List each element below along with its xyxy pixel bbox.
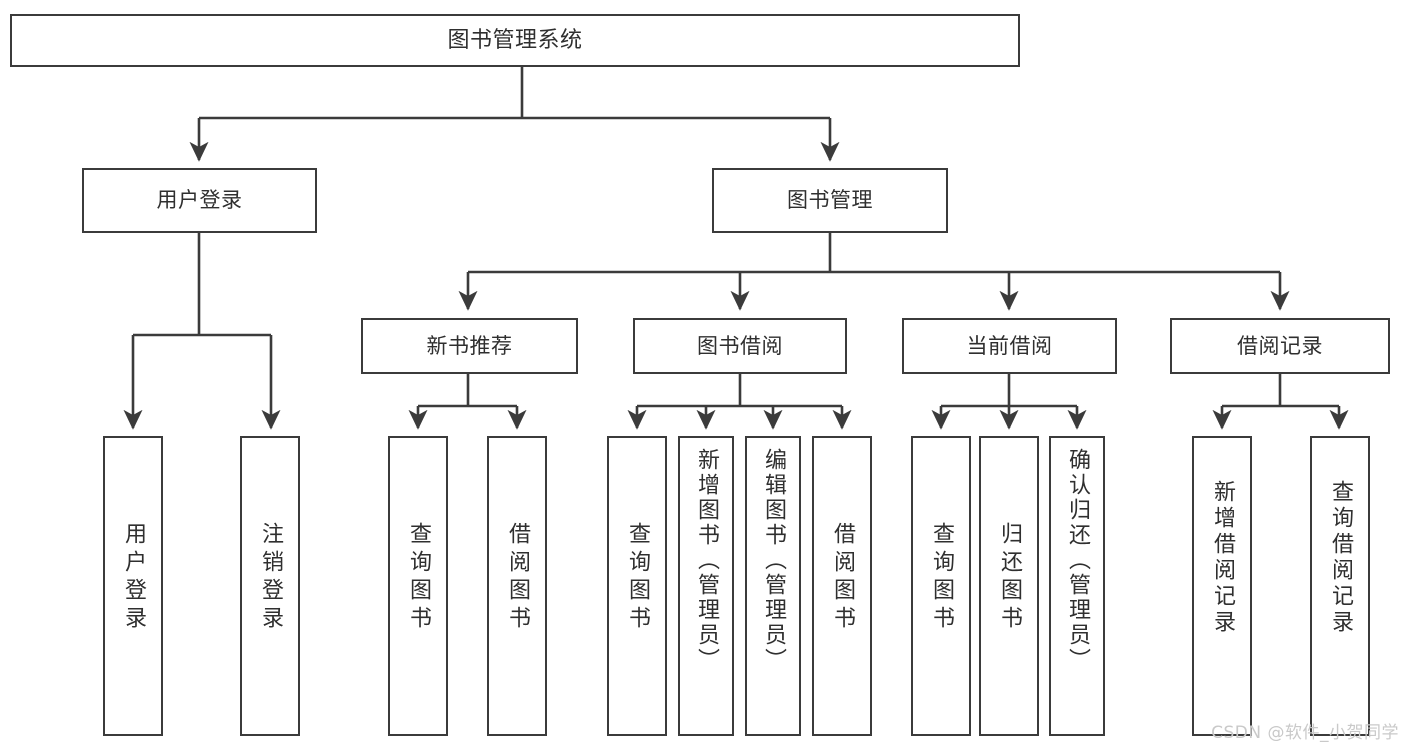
leaf-label: 注销登录 — [258, 522, 283, 634]
leaf-label: 用户登录 — [121, 522, 146, 634]
leaf-query-book-borrow[interactable]: 查询图书 — [607, 436, 667, 736]
node-current-borrowing[interactable]: 当前借阅 — [902, 318, 1117, 374]
node-borrowing-records[interactable]: 借阅记录 — [1170, 318, 1390, 374]
leaf-label: 新增借阅记录 — [1210, 480, 1235, 636]
leaf-add-book-admin[interactable]: 新增图书（管理员） — [678, 436, 734, 736]
leaf-return-book[interactable]: 归还图书 — [979, 436, 1039, 736]
leaf-query-borrow-record[interactable]: 查询借阅记录 — [1310, 436, 1370, 736]
leaf-edit-book-admin[interactable]: 编辑图书（管理员） — [745, 436, 801, 736]
leaf-label: 查询图书 — [406, 522, 431, 634]
node-label: 图书管理系统 — [447, 27, 583, 53]
leaf-label: 新增图书（管理员） — [694, 448, 719, 673]
csdn-watermark: CSDN @软件_小贺同学 — [1211, 723, 1399, 743]
leaf-add-borrow-record[interactable]: 新增借阅记录 — [1192, 436, 1252, 736]
node-label: 当前借阅 — [966, 333, 1053, 358]
leaf-borrow-book[interactable]: 借阅图书 — [812, 436, 872, 736]
node-new-book-recommendation[interactable]: 新书推荐 — [361, 318, 578, 374]
node-root-book-management-system[interactable]: 图书管理系统 — [10, 14, 1020, 67]
leaf-logout[interactable]: 注销登录 — [240, 436, 300, 736]
leaf-query-book-recommend[interactable]: 查询图书 — [388, 436, 448, 736]
leaf-label: 借阅图书 — [505, 522, 530, 634]
node-label: 借阅记录 — [1237, 333, 1323, 358]
leaf-label: 确认归还（管理员） — [1065, 448, 1090, 673]
node-book-management[interactable]: 图书管理 — [712, 168, 948, 233]
leaf-borrow-book-recommend[interactable]: 借阅图书 — [487, 436, 547, 736]
leaf-label: 查询图书 — [625, 522, 650, 634]
node-label: 新书推荐 — [426, 333, 513, 358]
node-label: 图书借阅 — [697, 333, 783, 358]
node-label: 用户登录 — [156, 188, 243, 213]
leaf-confirm-return-admin[interactable]: 确认归还（管理员） — [1049, 436, 1105, 736]
leaf-label: 归还图书 — [997, 522, 1022, 634]
leaf-label: 查询图书 — [929, 522, 954, 634]
node-book-borrowing[interactable]: 图书借阅 — [633, 318, 847, 374]
node-user-login[interactable]: 用户登录 — [82, 168, 317, 233]
leaf-query-book-current[interactable]: 查询图书 — [911, 436, 971, 736]
leaf-user-login[interactable]: 用户登录 — [103, 436, 163, 736]
leaf-label: 编辑图书（管理员） — [761, 448, 786, 673]
node-label: 图书管理 — [787, 188, 873, 213]
leaf-label: 查询借阅记录 — [1328, 480, 1353, 636]
leaf-label: 借阅图书 — [830, 522, 855, 634]
